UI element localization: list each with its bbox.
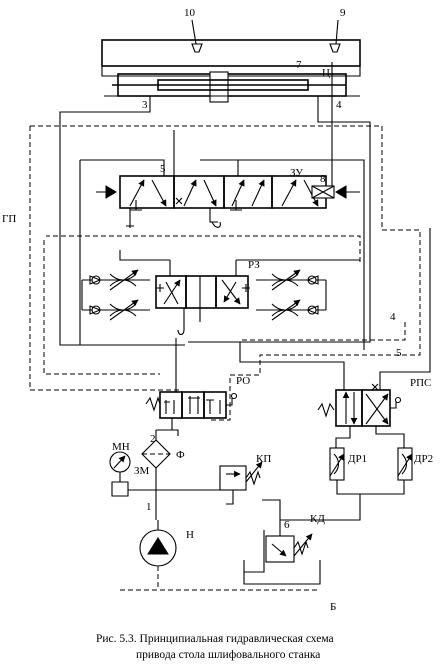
label-tank: Б [330,601,336,613]
throttle-valve-rz [155,275,250,309]
stop-9-icon [329,43,341,53]
label-1: 1 [146,501,152,513]
label-7: 7 [296,59,302,71]
filter-f [141,439,171,469]
label-mn: МН [112,441,130,453]
label-5-top: 5 [160,163,166,175]
throttle-dr1 [329,447,345,481]
relief-valve-kp [219,461,263,505]
label-rz: РЗ [248,259,260,271]
reverse-valve-ro [145,391,238,419]
caption-line-1: Рис. 5.3. Принципиальная гидравлическая … [96,633,334,645]
label-zm: ЗМ [134,465,150,477]
label-9: 9 [340,7,346,19]
label-gp: ГП [2,213,16,225]
main-valve-5 [105,175,347,211]
label-kd: КД [310,513,325,525]
label-ro: РО [236,375,250,387]
label-4-top: 4 [336,99,342,111]
label-4-bottom: 4 [390,311,396,323]
label-10: 10 [184,7,196,19]
label-zu: ЗУ [290,167,303,179]
pilot-valve-rps [317,383,402,427]
caption-line-2: привода стола шлифовального станка [136,649,320,661]
left-throttle-group [81,269,150,321]
label-cylinder: Ц [322,67,330,79]
label-2: 2 [150,433,156,445]
throttle-dr2 [397,447,413,481]
pump-h [139,529,177,588]
right-throttle-group [256,269,327,321]
label-filter: Ф [176,449,185,461]
label-rps: РПС [410,377,431,389]
label-6: 6 [284,519,290,531]
label-kp: КП [256,453,271,465]
pressure-valve-kd [265,533,313,563]
pressure-gauge-mn [109,451,131,497]
label-5-bottom: 5 [396,347,402,359]
stop-10-icon [191,43,203,53]
machine-table [101,19,361,77]
label-pump: Н [186,529,194,541]
label-8: 8 [320,173,326,185]
cylinder [104,71,360,103]
label-3: 3 [142,99,148,111]
label-dr2: ДР2 [414,453,433,465]
label-dr1: ДР1 [348,453,367,465]
